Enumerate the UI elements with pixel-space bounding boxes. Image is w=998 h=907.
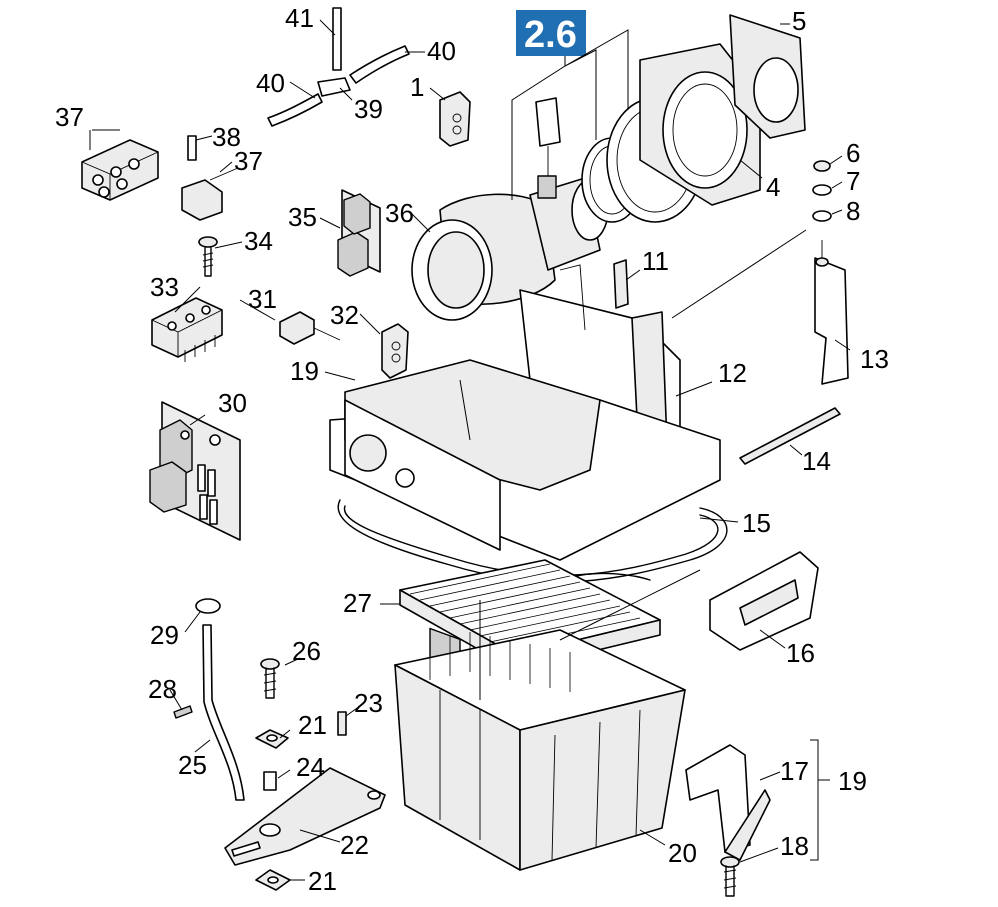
label-29: 29 (150, 620, 179, 650)
callout-lines (89, 19, 851, 881)
part-screw-34 (198, 236, 218, 277)
label-1: 1 (410, 72, 424, 102)
label-28: 28 (148, 674, 177, 704)
assembly-badge: 2.6 (516, 10, 586, 56)
label-24: 24 (296, 752, 325, 782)
label-21-lower: 21 (308, 866, 337, 896)
part-capacitor (279, 311, 341, 345)
label-12: 12 (718, 358, 747, 388)
part-washers (812, 160, 832, 222)
part-container-20 (394, 629, 686, 871)
label-19-left: 19 (290, 356, 319, 386)
label-13: 13 (860, 344, 889, 374)
part-terminal-33 (151, 297, 223, 362)
part-terminal-block (81, 129, 239, 221)
label-20: 20 (668, 838, 697, 868)
part-rod-14 (739, 407, 841, 465)
label-6: 6 (846, 138, 860, 168)
label-38: 38 (212, 122, 241, 152)
part-motor-fan (411, 97, 609, 321)
label-32: 32 (330, 300, 359, 330)
label-25: 25 (178, 750, 207, 780)
label-40-right: 40 (427, 36, 456, 66)
part-pin-11 (613, 259, 629, 309)
label-5: 5 (792, 6, 806, 36)
label-17: 17 (780, 756, 809, 786)
label-27: 27 (343, 588, 372, 618)
label-14: 14 (802, 446, 831, 476)
part-housing-flange (639, 43, 761, 206)
label-11: 11 (642, 246, 669, 276)
part-bracket-13 (814, 240, 849, 385)
part-relay-board (337, 189, 381, 277)
badge-text: 2.6 (524, 14, 577, 56)
label-35: 35 (288, 202, 317, 232)
label-41: 41 (285, 3, 314, 33)
label-7: 7 (846, 166, 860, 196)
label-37-right: 37 (234, 146, 263, 176)
part-clip-32 (381, 323, 409, 379)
label-22: 22 (340, 830, 369, 860)
label-39: 39 (354, 94, 383, 124)
part-screw-18 (720, 856, 740, 897)
label-37-left: 37 (55, 102, 84, 132)
part-plate-5 (729, 14, 806, 139)
label-4: 4 (766, 172, 780, 202)
part-bracket-17 (685, 744, 771, 861)
part-screw-26 (260, 658, 280, 699)
part-number-labels: 41 40 40 39 1 5 4 6 7 8 11 13 12 14 15 1… (55, 3, 889, 896)
part-main-housing (329, 359, 721, 700)
label-34: 34 (244, 226, 273, 256)
label-30: 30 (218, 388, 247, 418)
label-15: 15 (742, 508, 771, 538)
label-33: 33 (150, 272, 179, 302)
label-26: 26 (292, 636, 321, 666)
part-handle-16 (709, 551, 819, 651)
label-23: 23 (354, 688, 383, 718)
label-18: 18 (780, 831, 809, 861)
label-36: 36 (385, 198, 414, 228)
label-40-left: 40 (256, 68, 285, 98)
label-19-right: 19 (838, 766, 867, 796)
label-16: 16 (786, 638, 815, 668)
part-hose-assembly (267, 7, 410, 127)
label-31: 31 (248, 284, 277, 314)
part-circuit-board (149, 401, 241, 541)
part-tube-25 (173, 598, 245, 801)
label-8: 8 (846, 196, 860, 226)
label-21-upper: 21 (298, 710, 327, 740)
part-clip (439, 91, 471, 147)
